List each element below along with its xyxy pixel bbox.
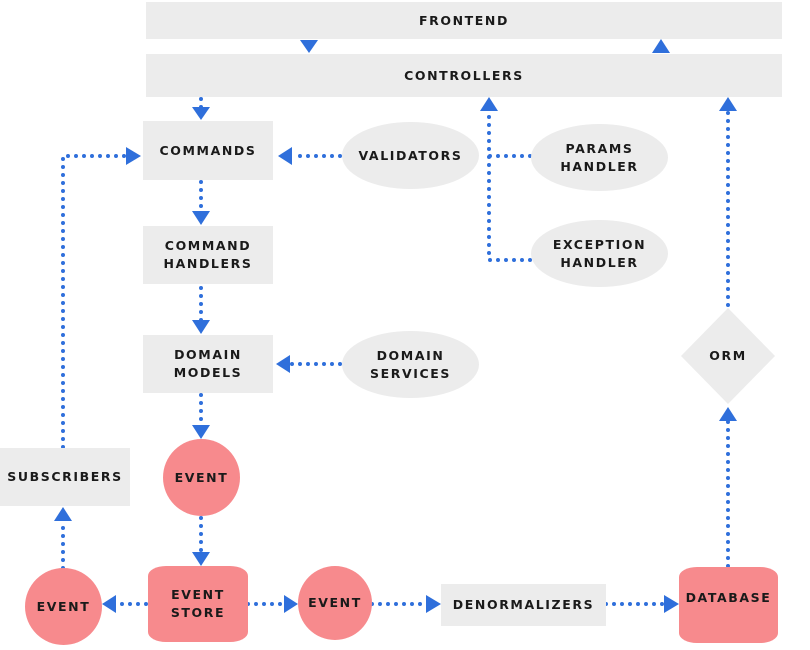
- database-cylinder: DATABASE: [679, 567, 778, 643]
- arrowhead-subscribers-to-commands: [126, 147, 141, 165]
- arrowhead-to-event: [192, 425, 210, 439]
- event-left-label: EVENT: [36, 598, 91, 614]
- exception-handler-ellipse: EXCEPTION HANDLER: [531, 220, 668, 287]
- arrowhead-to-event-store: [192, 552, 210, 566]
- subscribers-label: SUBSCRIBERS: [7, 469, 123, 484]
- command-handlers-label: COMMAND HANDLERS: [163, 238, 253, 271]
- event-main-label: EVENT: [174, 469, 229, 485]
- command-handlers-box: COMMAND HANDLERS: [143, 226, 273, 284]
- event-store-cylinder: EVENT STORE: [148, 566, 248, 642]
- arrowhead-to-controllers-mid: [480, 97, 498, 111]
- domain-services-ellipse: DOMAIN SERVICES: [342, 331, 479, 398]
- event-circle-main: EVENT: [163, 439, 240, 516]
- arrowheads: [54, 39, 737, 613]
- arrowhead-to-frontend: [652, 39, 670, 53]
- params-handler-label: PARAMS HANDLER: [560, 140, 639, 174]
- arrowhead-to-command-handlers: [192, 211, 210, 225]
- orm-diamond-shape: [681, 308, 775, 404]
- event-circle-right: EVENT: [298, 566, 372, 640]
- params-handler-ellipse: PARAMS HANDLER: [531, 124, 668, 191]
- arrowhead-to-frontend-from-controllers: [300, 40, 318, 53]
- validators-ellipse: VALIDATORS: [342, 122, 479, 189]
- event-circle-left: EVENT: [25, 568, 102, 645]
- frontend-label: FRONTEND: [419, 12, 509, 28]
- connector-subscribers-to-commands: [61, 154, 130, 449]
- orm-diamond: ORM: [681, 308, 775, 404]
- controllers-label: CONTROLLERS: [404, 67, 524, 83]
- denormalizers-box: DENORMALIZERS: [441, 584, 606, 626]
- exception-handler-label: EXCEPTION HANDLER: [552, 236, 647, 270]
- connectors: [61, 97, 730, 606]
- commands-label: COMMANDS: [159, 142, 257, 158]
- arrowhead-to-domain-models: [192, 320, 210, 334]
- arrowhead-to-subscribers: [54, 507, 72, 521]
- validators-label: VALIDATORS: [358, 147, 463, 163]
- arrowhead-services-to-domain-models: [276, 355, 290, 373]
- controllers-box: CONTROLLERS: [146, 54, 782, 97]
- commands-box: COMMANDS: [143, 121, 273, 180]
- arrowhead-to-right-event: [284, 595, 298, 613]
- arrowhead-to-denormalizers: [426, 595, 441, 613]
- domain-models-box: DOMAIN MODELS: [143, 335, 273, 393]
- arrowhead-to-controllers-right: [719, 97, 737, 111]
- event-right-label: EVENT: [308, 595, 362, 610]
- arrowhead-to-left-event: [102, 595, 116, 613]
- event-store-label: EVENT STORE: [170, 587, 226, 620]
- arrowhead-to-commands: [192, 107, 210, 120]
- frontend-box: FRONTEND: [146, 2, 782, 39]
- subscribers-box: SUBSCRIBERS: [0, 448, 130, 506]
- orm-label: ORM: [709, 348, 747, 363]
- arrowhead-to-orm: [719, 407, 737, 421]
- connector-exception-handler-to-controllers: [487, 108, 532, 262]
- arrowhead-validators-to-commands: [278, 147, 292, 165]
- database-label: DATABASE: [685, 590, 772, 605]
- denormalizers-label: DENORMALIZERS: [452, 597, 595, 612]
- domain-models-label: DOMAIN MODELS: [173, 347, 243, 380]
- domain-services-label: DOMAIN SERVICES: [369, 347, 451, 381]
- arrowhead-to-database: [664, 595, 679, 613]
